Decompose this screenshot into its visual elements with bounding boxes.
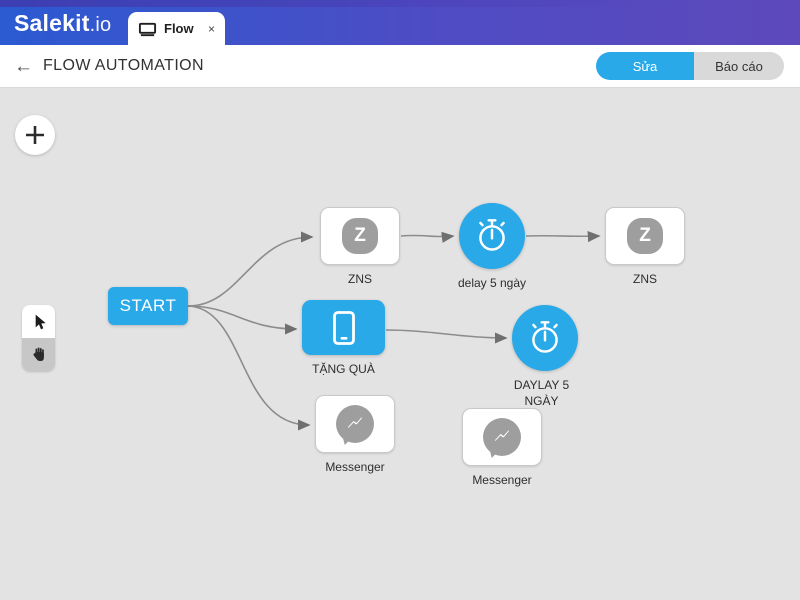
zns-icon: Z [627,218,663,254]
node-label: delay 5 ngày [457,276,527,290]
node-label: DAYLAY 5 NGÀY [513,378,570,408]
zns-node-box[interactable]: Z [320,207,400,265]
node-label: Messenger [472,473,532,487]
node-start[interactable]: START [108,287,188,325]
back-arrow-icon[interactable]: ← [14,55,33,77]
cursor-icon [31,313,47,331]
pan-tool-button[interactable] [22,338,55,371]
canvas-tool-palette [22,305,55,371]
phone-icon [332,310,356,346]
zns-letter: Z [639,225,651,246]
node-label: ZNS [633,272,657,286]
node-messenger-1: Messenger [315,395,395,474]
flow-connections [187,230,601,431]
logo[interactable]: Salekit.io [14,10,111,37]
messenger-icon-tail [339,435,352,447]
messenger-icon [483,418,521,460]
monitor-icon [138,21,157,37]
node-delay-2: DAYLAY 5 NGÀY [512,305,578,409]
node-label: TẶNG QUÀ [312,362,375,376]
node-messenger-2: Messenger [462,408,542,487]
zns-node-box[interactable]: Z [605,207,685,265]
messenger-node-box[interactable] [315,395,395,453]
logo-suffix: .io [89,14,112,36]
topbar-accent-strip [0,0,800,7]
add-node-button[interactable] [15,115,55,155]
report-button[interactable]: Báo cáo [694,52,784,80]
zns-letter: Z [354,225,366,246]
page-title: FLOW AUTOMATION [43,57,204,74]
node-zns-2: Z ZNS [605,207,685,286]
delay-node-circle[interactable] [459,203,525,269]
messenger-icon [336,405,374,447]
timer-icon [526,319,564,357]
edit-button[interactable]: Sửa [596,52,694,80]
node-zns-1: Z ZNS [320,207,400,286]
mode-segmented-control: Sửa Báo cáo [596,52,784,80]
node-delay-1: delay 5 ngày [457,203,527,290]
start-label: START [119,296,177,315]
page-header: ← FLOW AUTOMATION Sửa Báo cáo [0,45,800,88]
logo-text: Salekit [14,10,90,36]
node-label: ZNS [348,272,372,286]
close-icon[interactable]: × [207,21,215,36]
node-gift: TẶNG QUÀ [302,300,385,376]
messenger-icon-tail [486,448,499,460]
timer-icon [473,217,511,255]
flow-canvas[interactable]: START Z ZNS delay 5 ngày [0,88,800,600]
tab-label: Flow [164,21,194,36]
select-tool-button[interactable] [22,305,55,338]
zns-icon: Z [342,218,378,254]
tab-flow[interactable]: Flow × [128,12,225,45]
node-label: Messenger [325,460,385,474]
delay-node-circle[interactable] [512,305,578,371]
hand-icon [31,346,47,363]
gift-node-box[interactable] [302,300,385,355]
top-bar: Salekit.io Flow × [0,0,800,45]
plus-icon [24,124,46,146]
messenger-node-box[interactable] [462,408,542,466]
